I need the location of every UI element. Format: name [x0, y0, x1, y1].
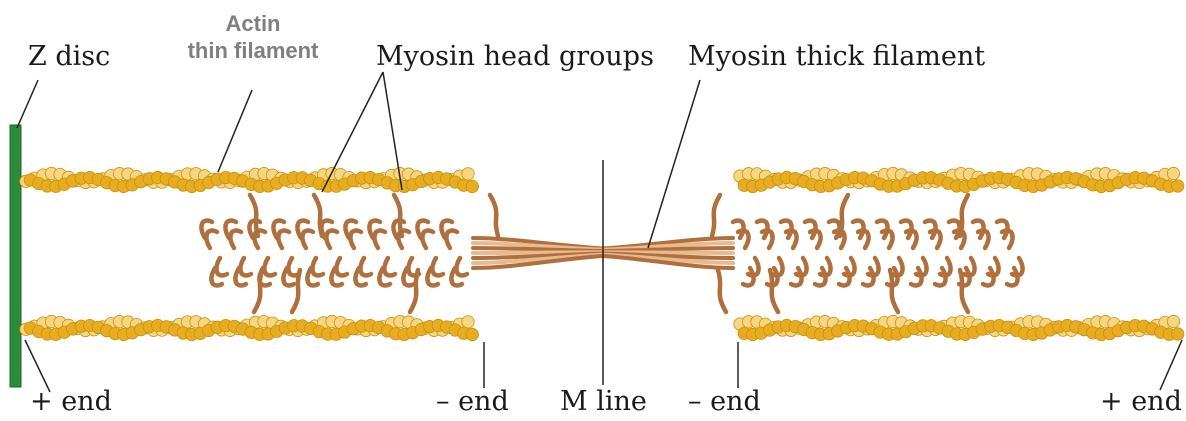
actin-bead	[1172, 180, 1184, 192]
actin-bead	[1172, 328, 1184, 340]
label-m-line: M line	[560, 388, 647, 415]
actin-filament-bottom-right	[734, 315, 1184, 340]
leader-plus-end-right	[1160, 340, 1182, 390]
actin-bead	[462, 316, 474, 328]
actin-filament-top-left	[20, 167, 479, 192]
actin-bead	[462, 168, 474, 180]
label-actin: Actin thin filament	[158, 10, 348, 64]
leader-plus-end-left	[25, 340, 50, 392]
label-minus-end-left: – end	[436, 388, 509, 415]
leader-actin	[218, 90, 252, 172]
label-actin-line2: thin filament	[158, 37, 348, 64]
actin-filament-bottom-left	[20, 315, 479, 340]
leader-z-disc	[17, 80, 38, 128]
label-plus-end-right: + end	[1100, 388, 1182, 415]
label-z-disc: Z disc	[28, 43, 110, 70]
actin-bead	[1167, 315, 1179, 327]
myosin-cross-bridge	[490, 195, 498, 236]
myosin-cross-bridge	[840, 195, 848, 236]
label-minus-end-right: – end	[688, 388, 761, 415]
label-myosin-thick-filament: Myosin thick filament	[688, 43, 985, 70]
actin-bead	[466, 328, 478, 340]
myosin-cross-bridge	[712, 195, 720, 236]
myosin-cross-bridge	[718, 270, 726, 312]
label-plus-end-left: + end	[30, 388, 112, 415]
leader-myosin-thick	[648, 80, 700, 248]
myosin-cross-bridge	[314, 195, 322, 236]
actin-bead	[1167, 167, 1179, 179]
actin-filament-top-right	[734, 167, 1184, 192]
z-disc	[10, 125, 21, 387]
myosin-thick-filament	[190, 195, 1023, 312]
label-actin-line1: Actin	[158, 10, 348, 37]
actin-bead	[466, 180, 478, 192]
label-myosin-head-groups: Myosin head groups	[376, 43, 654, 70]
myosin-cross-bridge	[960, 195, 968, 236]
